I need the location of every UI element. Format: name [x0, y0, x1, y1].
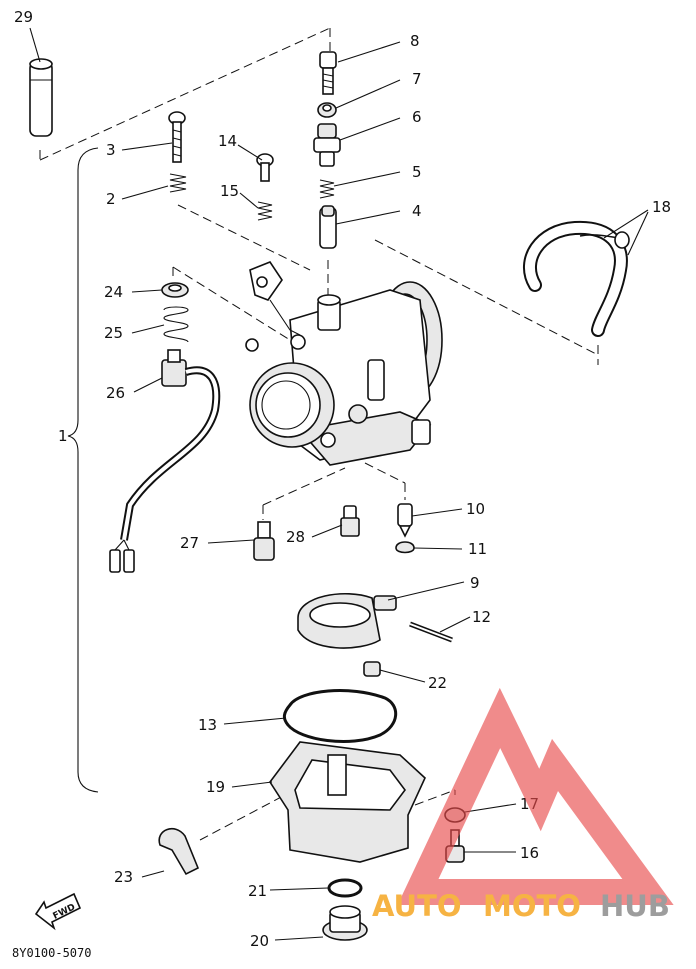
part-2-spring — [169, 173, 187, 193]
part-23-clamp — [158, 827, 200, 876]
label-2: 2 — [106, 190, 116, 208]
part-6-adjuster — [313, 123, 341, 167]
part-19-float-bowl — [269, 741, 426, 863]
part-11-clip — [395, 541, 415, 554]
label-26: 26 — [106, 384, 125, 402]
part-9-float — [297, 592, 397, 649]
label-7: 7 — [412, 70, 422, 88]
part-21-oring — [327, 878, 363, 898]
label-27: 27 — [180, 534, 199, 552]
watermark-logo-icon — [397, 687, 674, 905]
label-21: 21 — [248, 882, 267, 900]
label-20: 20 — [250, 932, 269, 950]
part-14-screw — [256, 153, 274, 182]
label-5: 5 — [412, 163, 422, 181]
part-labels: 29 8 7 6 5 4 3 2 14 15 18 24 25 26 1 27 … — [14, 8, 671, 950]
label-19: 19 — [206, 778, 225, 796]
part-18-hose — [523, 220, 630, 337]
label-23: 23 — [114, 868, 133, 886]
label-25: 25 — [104, 324, 123, 342]
part-15-spring — [257, 201, 273, 221]
label-18: 18 — [652, 198, 671, 216]
part-5-spring — [319, 179, 335, 199]
label-14: 14 — [218, 132, 237, 150]
watermark-brand-hub: HUB — [600, 889, 670, 923]
part-10-needle-valve — [397, 503, 413, 538]
label-8: 8 — [410, 32, 420, 50]
automotohub-watermark: AUTO MOTO HUB — [372, 687, 674, 923]
assembly-bracket — [67, 147, 99, 793]
label-11: 11 — [468, 540, 487, 558]
label-4: 4 — [412, 202, 422, 220]
part-27-jet — [253, 521, 275, 561]
watermark-brand-moto: MOTO — [483, 889, 581, 923]
part-12-pin — [409, 621, 453, 643]
label-10: 10 — [466, 500, 485, 518]
part-28-jet — [340, 505, 360, 537]
part-8-screw — [319, 51, 337, 95]
part-29-cap — [29, 58, 53, 137]
part-3-screw — [168, 111, 186, 163]
part-22-jet — [363, 661, 381, 677]
forward-direction-arrow: FWD — [34, 892, 82, 931]
label-22: 22 — [428, 674, 447, 692]
label-15: 15 — [220, 182, 239, 200]
label-24: 24 — [104, 283, 123, 301]
part-24-washer — [161, 282, 189, 298]
part-26-sensor — [109, 349, 221, 573]
label-1: 1 — [58, 427, 68, 445]
leader-lines — [29, 27, 649, 941]
label-16: 16 — [520, 844, 539, 862]
label-9: 9 — [470, 574, 480, 592]
part-7-nut — [317, 102, 337, 118]
part-20-drain-plug — [322, 905, 368, 941]
label-13: 13 — [198, 716, 217, 734]
part-13-gasket — [282, 689, 398, 744]
carburetor-body — [245, 261, 443, 466]
part-25-spring — [163, 306, 189, 343]
label-6: 6 — [412, 108, 422, 126]
label-28: 28 — [286, 528, 305, 546]
part-4-plunger — [319, 205, 337, 249]
label-12: 12 — [472, 608, 491, 626]
label-29: 29 — [14, 8, 33, 26]
watermark-brand-auto: AUTO — [372, 889, 462, 923]
diagram-code: 8Y0100-5070 — [12, 946, 91, 960]
label-3: 3 — [106, 141, 116, 159]
